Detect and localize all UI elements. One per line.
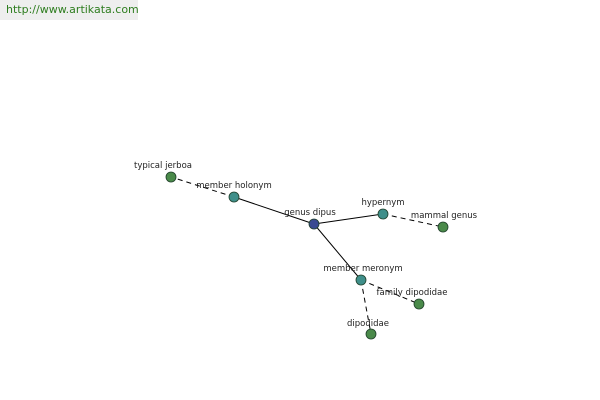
graph-edges <box>170 176 444 335</box>
node-hypernym[interactable] <box>377 208 389 220</box>
edge-genus-dipus-to-member-meronym <box>313 223 362 281</box>
node-typical-jerboa[interactable] <box>165 171 177 183</box>
node-label-member-meronym[interactable]: member meronym <box>323 264 402 274</box>
node-mammal-genus[interactable] <box>437 221 449 233</box>
edge-member-meronym-to-family-dipodidae <box>360 279 420 305</box>
node-label-mammal-genus[interactable]: mammal genus <box>411 211 478 221</box>
node-label-dipodidae[interactable]: dipodidae <box>347 319 389 329</box>
node-family-dipodidae[interactable] <box>413 298 425 310</box>
edge-genus-dipus-to-hypernym <box>313 213 384 225</box>
node-genus-dipus[interactable] <box>308 218 320 230</box>
node-label-typical-jerboa[interactable]: typical jerboa <box>134 161 192 171</box>
node-label-hypernym[interactable]: hypernym <box>361 198 404 208</box>
node-member-meronym[interactable] <box>355 274 367 286</box>
url-banner: http://www.artikata.com <box>0 0 139 20</box>
url-link[interactable]: http://www.artikata.com <box>6 3 139 16</box>
edge-hypernym-to-mammal-genus <box>382 213 444 228</box>
node-label-member-holonym[interactable]: member holonym <box>196 181 271 191</box>
node-member-holonym[interactable] <box>228 191 240 203</box>
node-label-family-dipodidae[interactable]: family dipodidae <box>377 288 448 298</box>
edge-member-meronym-to-dipodidae <box>360 279 372 335</box>
edge-genus-dipus-to-member-holonym <box>233 196 315 225</box>
edge-member-holonym-to-typical-jerboa <box>170 176 235 198</box>
graph-nodes <box>165 171 449 340</box>
graph-labels: genus dipus member holonym hypernym member … <box>134 161 478 329</box>
node-label-genus-dipus[interactable]: genus dipus <box>284 208 336 218</box>
node-dipodidae[interactable] <box>365 328 377 340</box>
